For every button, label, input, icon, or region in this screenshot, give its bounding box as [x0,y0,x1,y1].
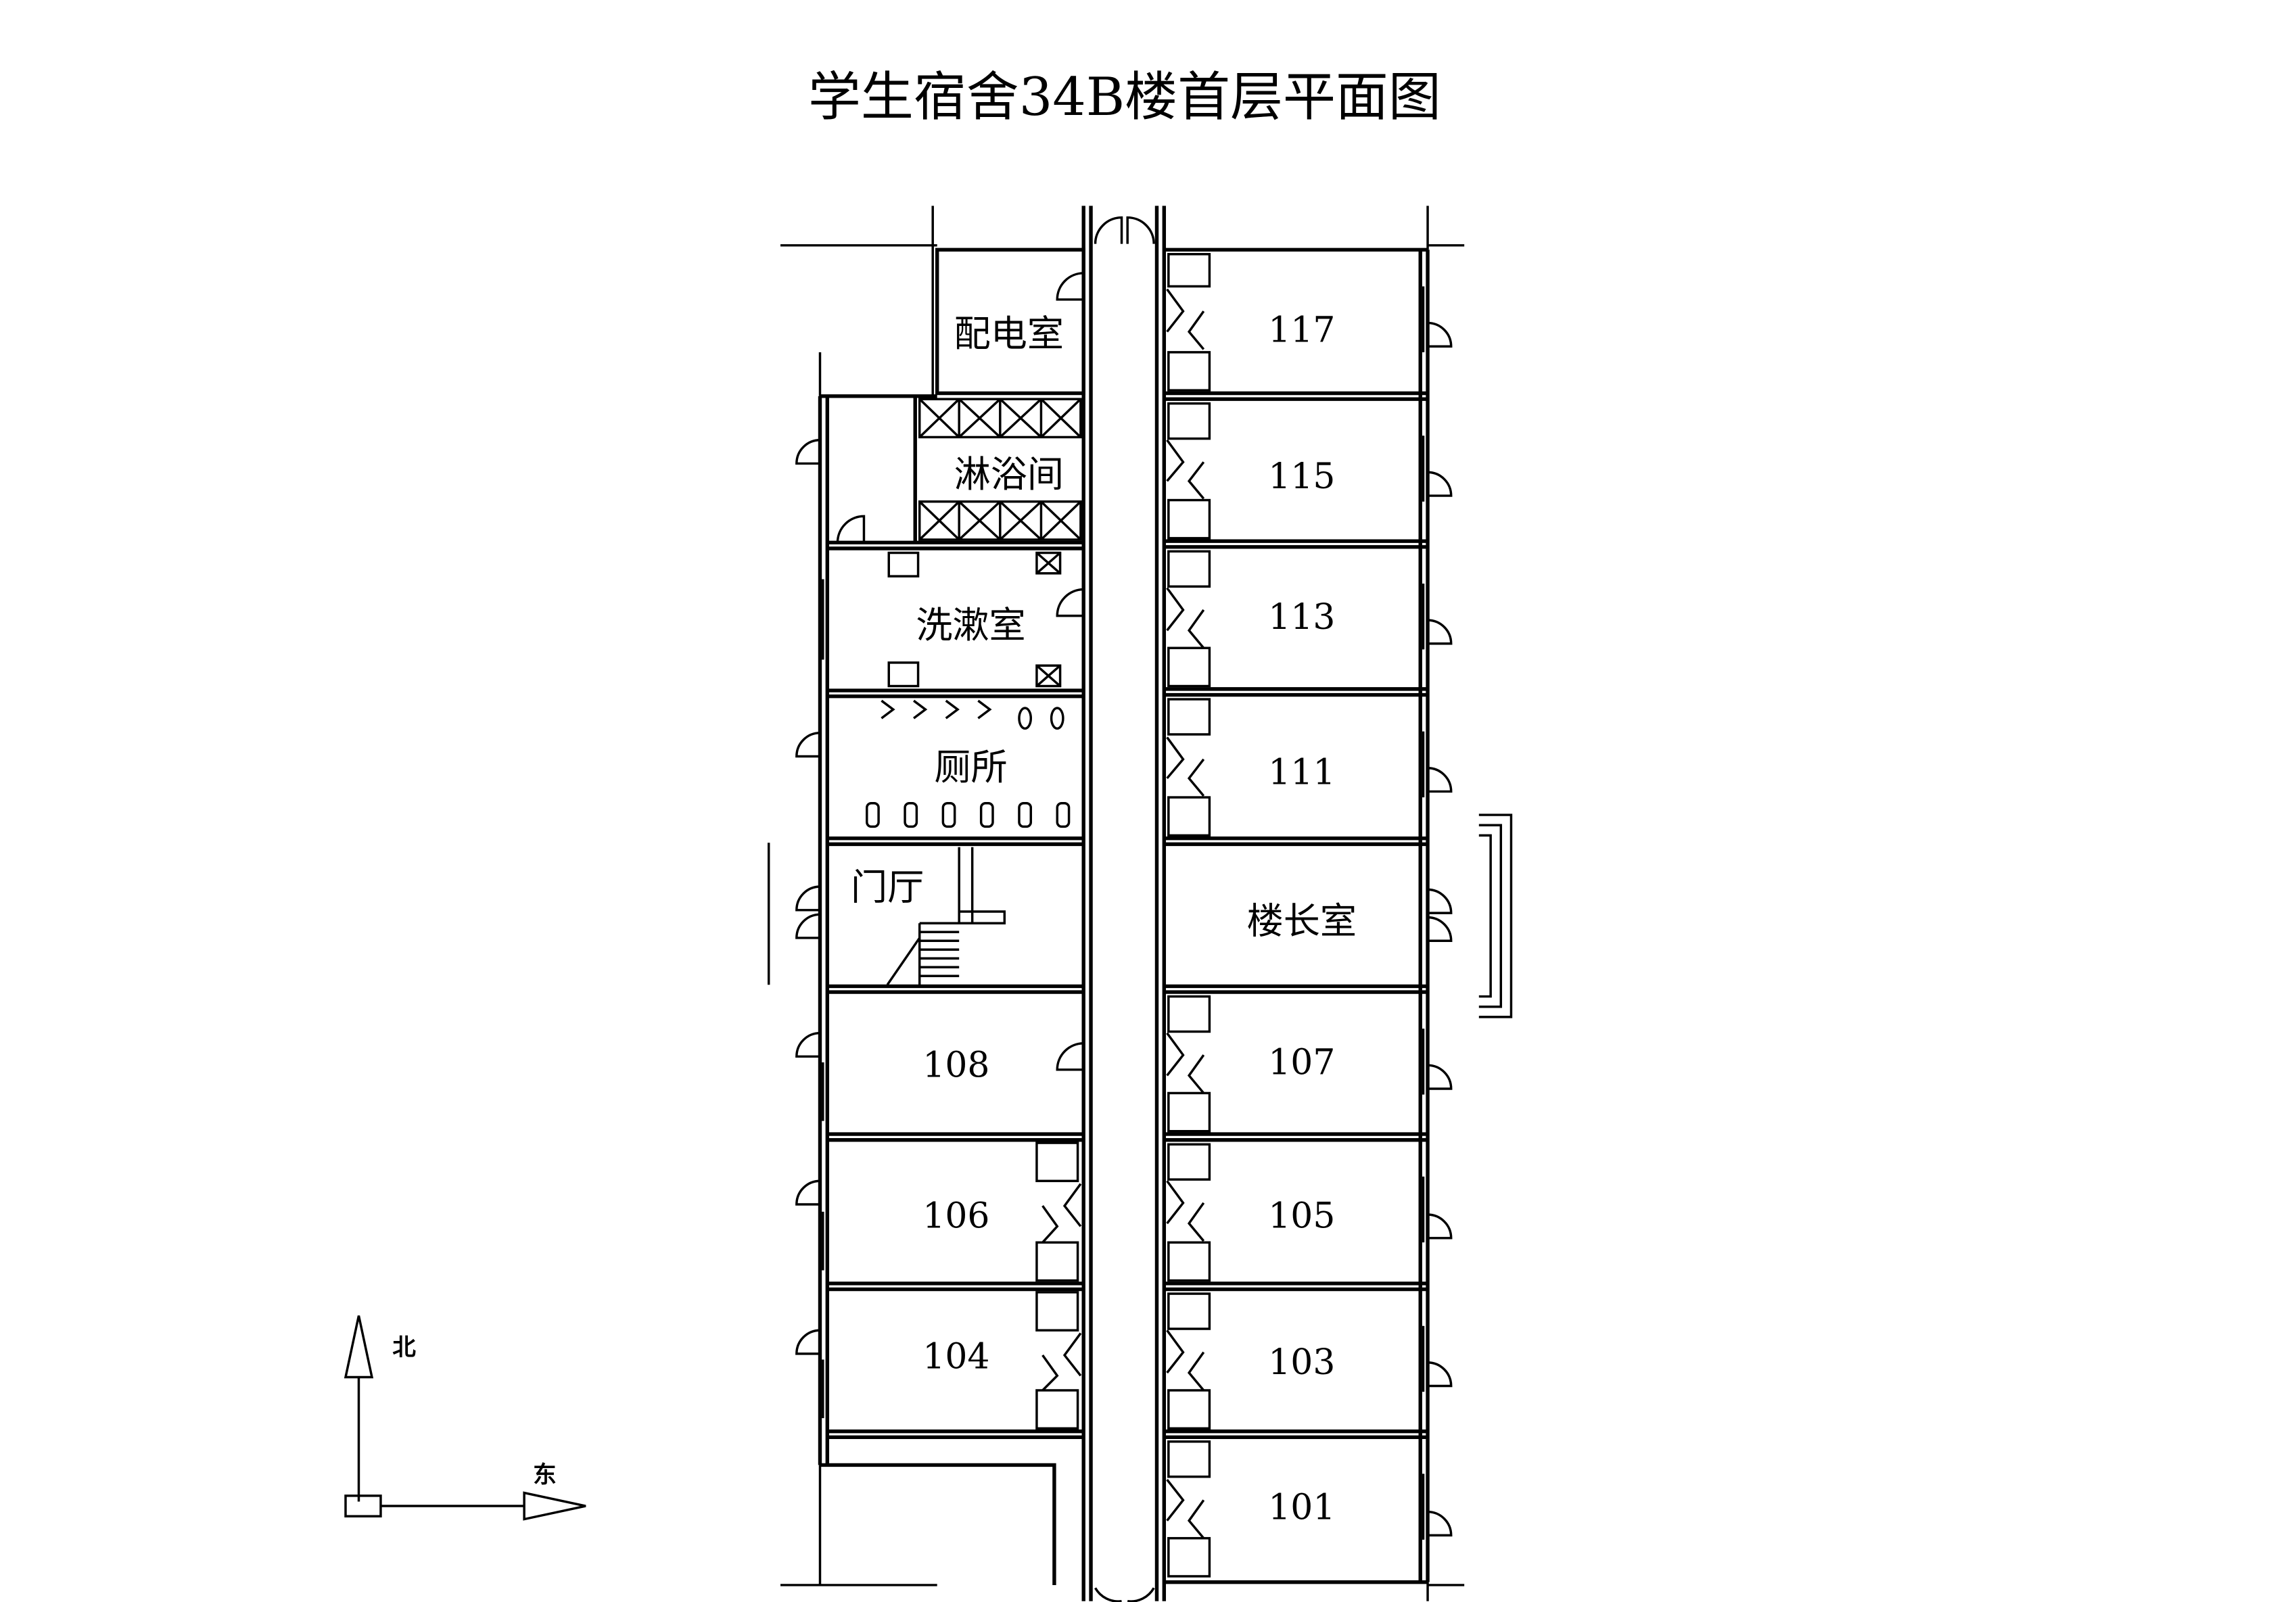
west-closets [1035,1141,1079,1430]
label-room-106: 106 [922,1196,989,1237]
east-rooms [1164,248,1430,1584]
label-washroom: 洗漱室 [916,604,1025,646]
washroom-fixtures [887,551,1062,688]
compass-north-label: 北 [392,1334,416,1361]
label-room-117: 117 [1268,310,1335,351]
label-room-101: 101 [1268,1488,1335,1528]
label-manager-room: 楼长室 [1247,899,1357,942]
label-room-115: 115 [1268,456,1335,497]
label-room-113: 113 [1268,597,1335,638]
label-room-104: 104 [922,1337,989,1377]
room-labels: 配电室 淋浴间 洗漱室 厕所 门厅 楼长室 117 115 113 111 10… [851,310,1357,1528]
west-exterior-doors [767,439,866,1419]
label-room-111: 111 [1268,753,1335,793]
corridor [1081,206,1167,1601]
site-lines [780,206,1465,1601]
plan-title: 学生宿舍34B楼首层平面图 [808,67,1441,128]
label-power-room: 配电室 [954,312,1064,355]
east-canopy [1478,814,1513,1018]
east-closets [1167,253,1211,1578]
east-corridor-doors [1166,288,1205,1539]
shower-stalls [918,398,1082,541]
toilet-fixtures [866,699,1071,828]
label-room-105: 105 [1268,1196,1335,1237]
compass: 北 东 [344,1315,586,1521]
west-corridor-doors [1041,272,1084,1392]
label-room-108: 108 [922,1045,989,1086]
west-rooms [818,248,1085,1585]
label-toilet: 厕所 [934,746,1007,788]
label-shower-room: 淋浴间 [954,453,1064,496]
stairs [886,847,1006,986]
compass-east-label: 东 [533,1461,557,1488]
label-room-107: 107 [1268,1042,1335,1083]
east-exterior-doors [1422,286,1453,1540]
label-lobby: 门厅 [851,866,924,909]
south-door [1094,1587,1155,1602]
label-room-103: 103 [1268,1342,1335,1383]
north-door [1094,216,1155,244]
